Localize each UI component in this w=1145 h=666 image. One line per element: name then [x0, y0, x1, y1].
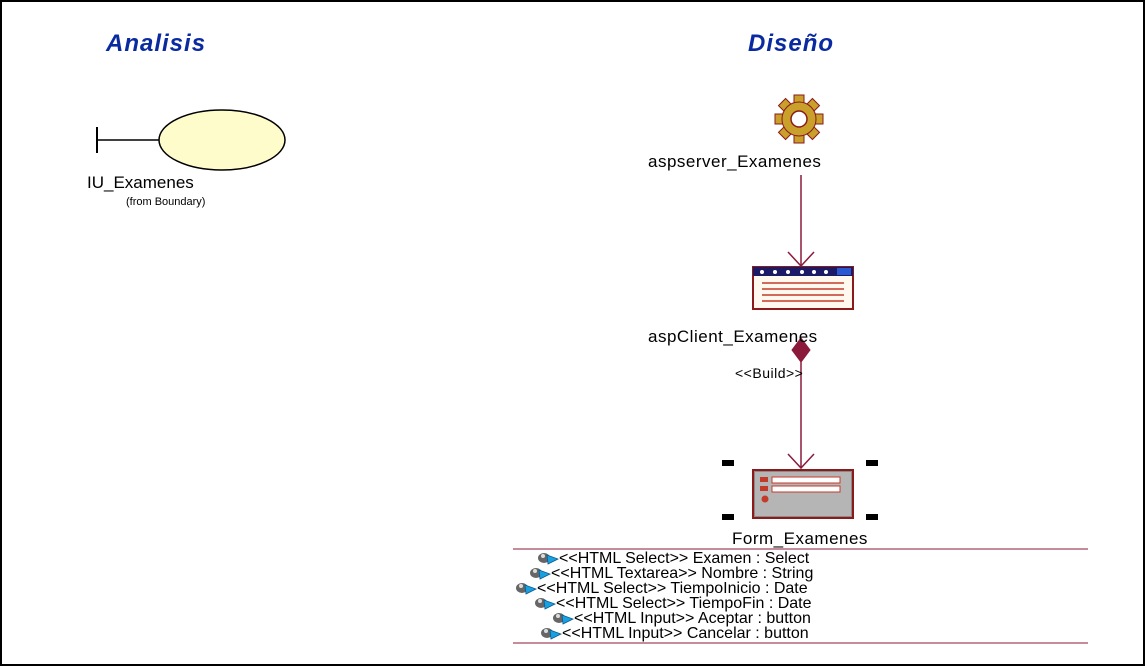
form-attribute-text: <<HTML Select>> TiempoFin : Date: [556, 595, 812, 612]
attribute-icon: [530, 567, 551, 580]
form-attribute[interactable]: <<HTML Select>> TiempoFin : Date: [534, 595, 812, 612]
build-stereotype-label: <<Build>>: [735, 365, 804, 381]
form-attribute[interactable]: <<HTML Select>> Examen : Select: [537, 550, 809, 567]
boundary-name: IU_Examenes: [87, 173, 194, 192]
attribute-icon: [541, 627, 562, 640]
client-page-icon[interactable]: [752, 266, 854, 310]
attribute-icon: [535, 597, 556, 610]
form-attribute-text: <<HTML Select>> Examen : Select: [559, 550, 810, 567]
heading-analisis: Analisis: [106, 30, 207, 57]
heading-diseno: Diseño: [748, 30, 835, 57]
dependency-arrow: [787, 175, 815, 268]
form-name: Form_Examenes: [732, 529, 868, 548]
form-attribute[interactable]: <<HTML Select>> TiempoInicio : Date: [515, 580, 808, 597]
form-attribute[interactable]: <<HTML Textarea>> Nombre : String: [529, 565, 813, 582]
build-composition-arrow: [787, 337, 815, 470]
form-icon[interactable]: [752, 469, 854, 519]
form-attribute-text: <<HTML Textarea>> Nombre : String: [551, 565, 814, 582]
form-attribute-text: <<HTML Input>> Cancelar : button: [562, 625, 809, 642]
form-attribute-text: <<HTML Select>> TiempoInicio : Date: [537, 580, 808, 597]
server-page-name: aspserver_Examenes: [648, 152, 822, 171]
boundary-icon[interactable]: [96, 109, 286, 171]
selection-handles: [722, 460, 878, 520]
attribute-icon: [516, 582, 537, 595]
gear-icon[interactable]: [774, 94, 824, 144]
boundary-package: (from Boundary): [126, 196, 206, 208]
client-page-name: aspClient_Examenes: [648, 327, 818, 346]
form-attribute-text: <<HTML Input>> Aceptar : button: [574, 610, 811, 627]
form-attribute[interactable]: <<HTML Input>> Cancelar : button: [540, 625, 809, 642]
attribute-icon: [538, 552, 559, 565]
form-attribute[interactable]: <<HTML Input>> Aceptar : button: [552, 610, 811, 627]
attribute-icon: [553, 612, 574, 625]
